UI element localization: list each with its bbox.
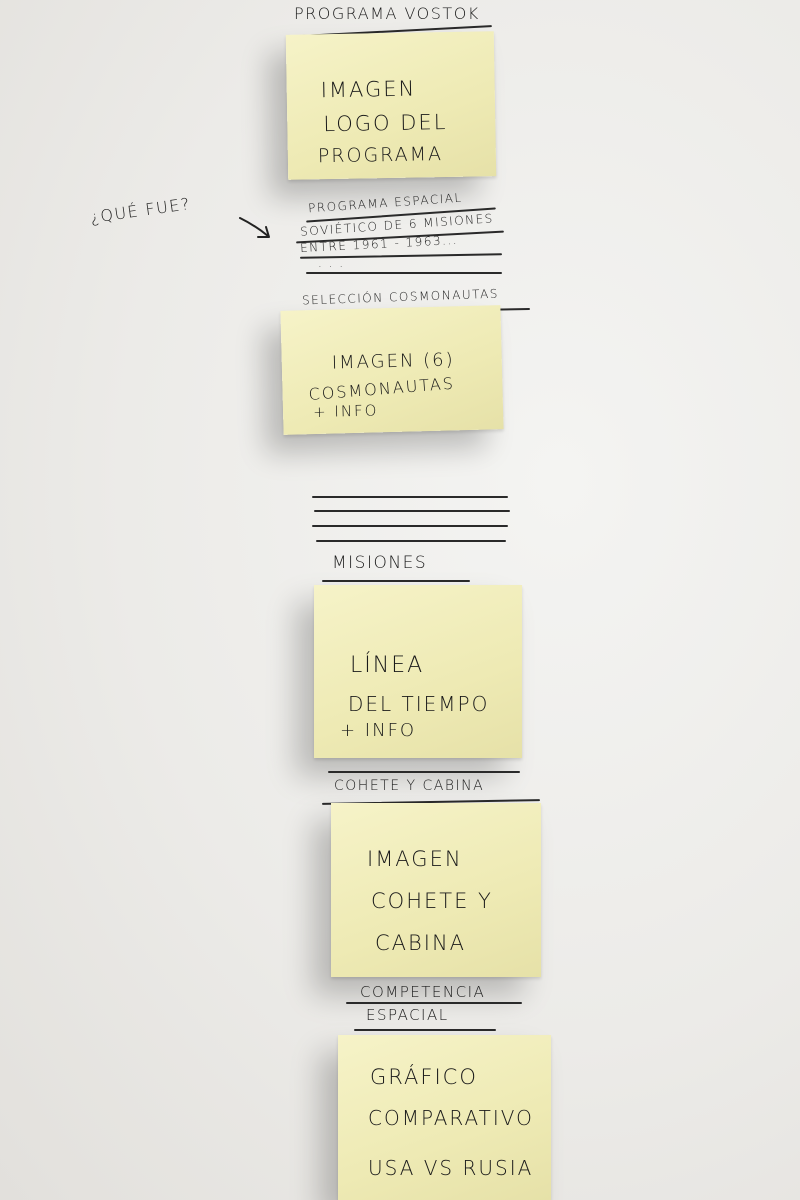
sticky-note-timeline-line-1: LÍNEA [350,653,425,678]
competencia-underline-2 [354,1029,496,1031]
competencia-heading-line-1: COMPETENCIA [360,983,486,1001]
placeholder-line-2 [314,510,510,512]
sticky-note-timeline-line-2: DEL TIEMPO [348,692,490,716]
sticky-note-logo-line-2: LOGO DEL [323,110,448,137]
que-fue-note: ¿QUÉ FUE? [89,194,192,227]
sticky-note-grafico-line-3: USA VS RUSIA [368,1156,534,1180]
competencia-underline-1 [346,1002,522,1004]
placeholder-line-4 [316,540,506,542]
misiones-underline [322,580,470,582]
page-title: PROGRAMA VOSTOK [294,4,480,23]
sticky-note-logo-line-3: PROGRAMA [317,143,444,168]
sticky-note-logo-line-1: IMAGEN [320,76,417,103]
sticky-note-cosmonautas-line-3: + INFO [312,401,379,422]
placeholder-line-3 [312,525,508,527]
sticky-note-timeline-line-3: + INFO [340,720,417,741]
sticky-note-cosmonautas: IMAGEN (6) COSMONAUTAS + INFO [280,305,504,435]
misiones-heading: MISIONES [332,553,428,573]
intro-underline-4 [306,272,502,274]
seleccion-heading: SELECCIÓN COSMONAUTAS [301,286,500,308]
sticky-note-cohete-line-3: CABINA [375,931,467,955]
sticky-note-logo: IMAGEN LOGO DEL PROGRAMA [285,31,497,180]
sticky-note-cohete-line-2: COHETE Y [371,889,493,913]
cohete-heading: COHETE Y CABINA [334,778,485,794]
competencia-heading-line-2: ESPACIAL [366,1006,449,1024]
sticky-note-timeline: LÍNEA DEL TIEMPO + INFO [314,585,522,758]
sticky-note-grafico-line-2: COMPARATIVO [368,1106,534,1130]
intro-line-4: . . . [318,256,345,270]
sticky-note-cohete: IMAGEN COHETE Y CABINA [331,803,541,977]
sticky-note-grafico: GRÁFICO COMPARATIVO USA VS RUSIA [338,1035,551,1200]
sticky-note-grafico-line-1: GRÁFICO [370,1065,478,1089]
cohete-overline [328,771,520,773]
sticky-note-cohete-line-1: IMAGEN [367,847,463,871]
arrow-icon [238,214,274,244]
placeholder-line-1 [312,496,508,498]
sticky-note-cosmonautas-line-1: IMAGEN (6) [331,349,455,374]
